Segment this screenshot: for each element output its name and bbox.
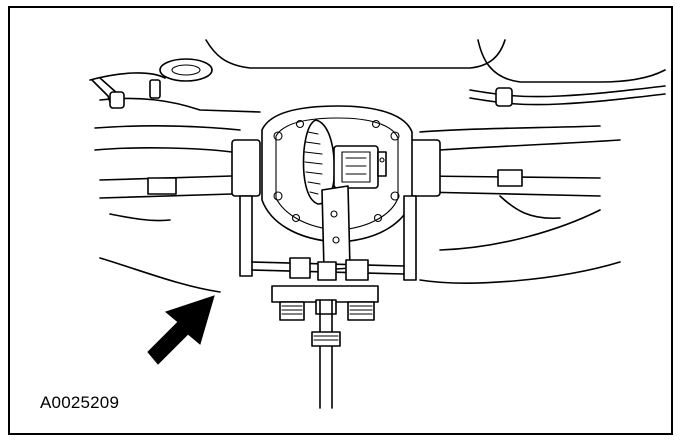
crossmember-contour	[99, 195, 621, 293]
arrow-indicator	[147, 295, 215, 365]
mount-ring	[159, 58, 213, 82]
spreader-tool	[239, 185, 417, 281]
clamp-assembly	[271, 257, 379, 321]
axle-flanges	[231, 139, 441, 197]
axle-tubes	[99, 169, 601, 199]
brake-line-right	[469, 85, 666, 107]
ring-gear	[302, 119, 387, 205]
figure-id-label: A0025209	[40, 393, 120, 412]
underbody-contour	[89, 39, 666, 153]
drive-screw	[311, 299, 341, 409]
hose-left	[91, 77, 161, 109]
